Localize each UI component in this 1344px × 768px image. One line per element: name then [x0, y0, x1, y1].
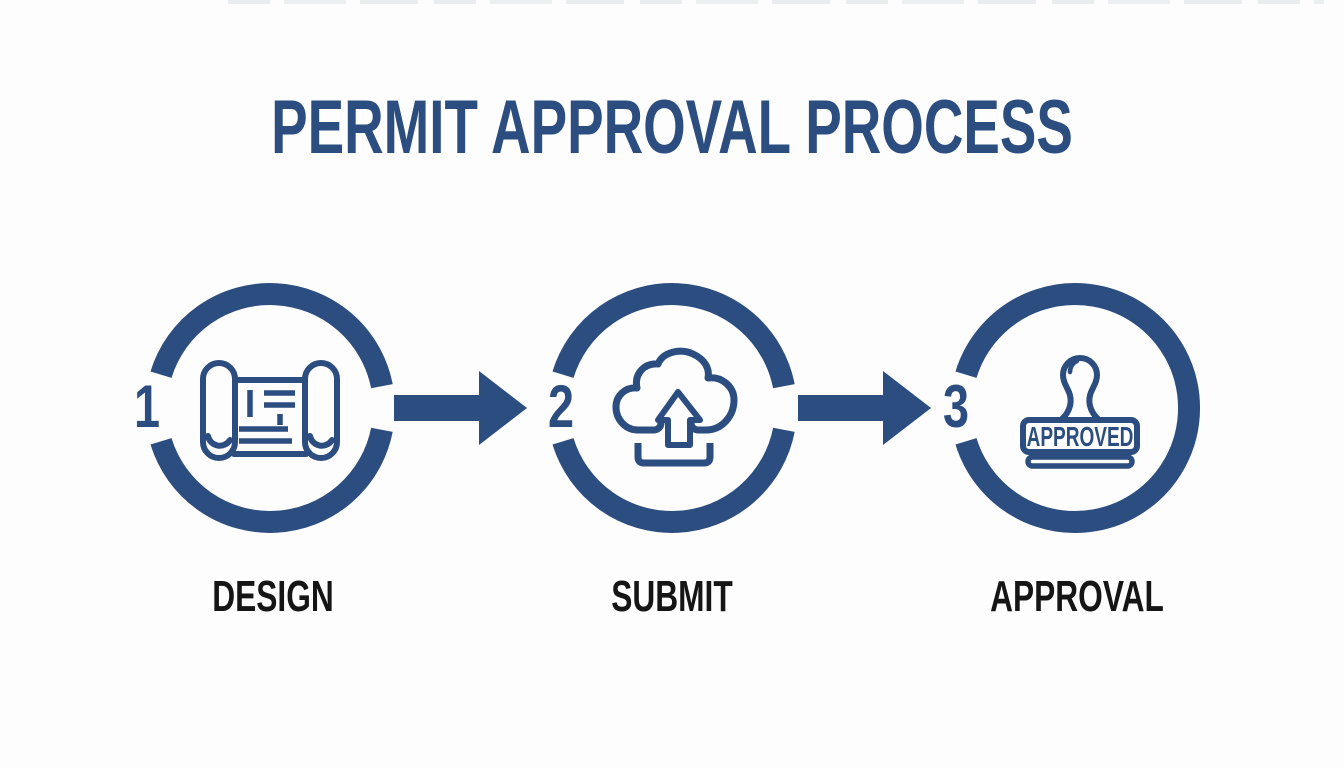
step2-circle	[552, 283, 795, 533]
step2-label: SUBMIT	[611, 572, 733, 621]
approval-stamp-icon: APPROVED	[1020, 355, 1140, 469]
arrow-step1-to-step2	[394, 371, 527, 445]
upload-arrow-icon	[655, 389, 703, 448]
step3-number: 3	[942, 372, 970, 440]
blueprint-scroll-icon	[200, 360, 340, 461]
step3-label: APPROVAL	[990, 572, 1164, 621]
cropped-text-remnant	[228, 0, 1324, 4]
stamp-approved-text: APPROVED	[1027, 421, 1134, 453]
step1-number: 1	[133, 372, 161, 440]
step2-number: 2	[547, 372, 575, 440]
step1-label: DESIGN	[212, 572, 334, 621]
arrow-step2-to-step3	[798, 371, 931, 445]
page-title: PERMIT APPROVAL PROCESS	[271, 85, 1073, 170]
cloud-upload-icon	[612, 347, 738, 467]
step3-circle	[955, 283, 1200, 533]
step1-circle	[150, 283, 393, 533]
